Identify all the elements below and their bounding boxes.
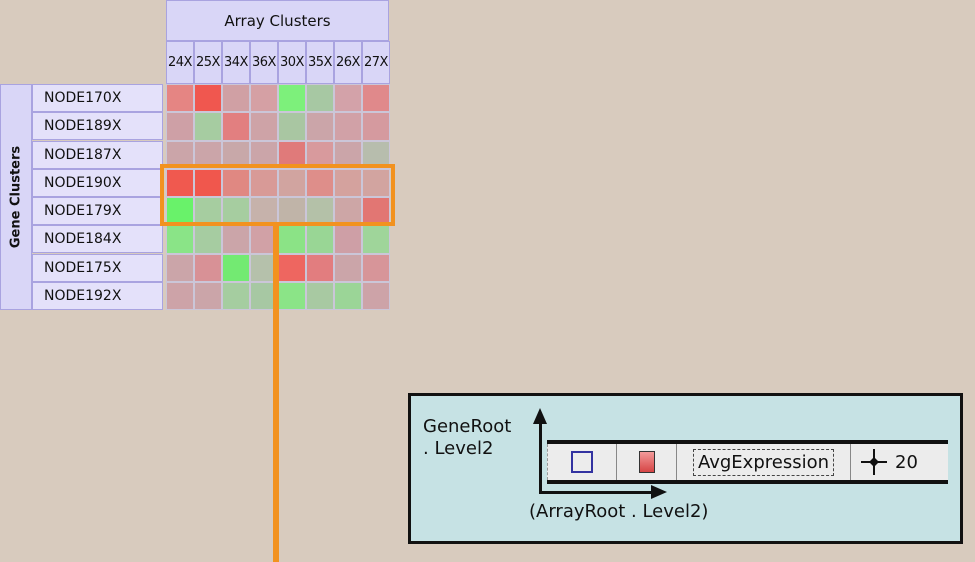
- heatmap-cell[interactable]: [222, 253, 250, 282]
- heatmap-grid: [166, 84, 390, 310]
- row-header-1[interactable]: NODE189X: [32, 112, 163, 141]
- row-header-2[interactable]: NODE187X: [32, 140, 163, 169]
- heatmap-cell[interactable]: [278, 253, 306, 282]
- heatmap-cell[interactable]: [306, 168, 334, 197]
- heatmap-cell[interactable]: [334, 84, 362, 113]
- column-header-3[interactable]: 36X: [250, 41, 278, 84]
- row-header-0[interactable]: NODE170X: [32, 84, 163, 112]
- size-move-icon: [861, 449, 887, 475]
- heatmap-cell[interactable]: [194, 197, 222, 226]
- heatmap-cell[interactable]: [278, 84, 306, 113]
- column-header-5[interactable]: 35X: [306, 41, 334, 84]
- y-axis-label-line1: GeneRoot: [423, 416, 512, 437]
- selection-highlight: [160, 164, 395, 226]
- heatmap-row: [166, 168, 390, 197]
- heatmap-cell[interactable]: [362, 253, 390, 282]
- row-header-7[interactable]: NODE192X: [32, 282, 163, 311]
- heatmap-cell[interactable]: [166, 84, 194, 113]
- heatmap-cell[interactable]: [166, 253, 194, 282]
- column-header-4[interactable]: 30X: [278, 41, 306, 84]
- heatmap-cell[interactable]: [306, 112, 334, 141]
- heatmap-cell[interactable]: [222, 197, 250, 226]
- heatmap-cell[interactable]: [306, 253, 334, 282]
- heatmap-cell[interactable]: [362, 84, 390, 113]
- heatmap-row: [166, 281, 390, 310]
- heatmap-cell[interactable]: [222, 281, 250, 310]
- column-header-0[interactable]: 24X: [166, 41, 194, 84]
- heatmap-cell[interactable]: [194, 168, 222, 197]
- selection-connector-line: [273, 226, 279, 562]
- gene-clusters-header: Gene Clusters: [0, 84, 32, 310]
- heatmap-cell[interactable]: [362, 112, 390, 141]
- array-clusters-header: Array Clusters: [166, 0, 389, 41]
- heatmap-cell[interactable]: [222, 168, 250, 197]
- column-header-7[interactable]: 27X: [362, 41, 390, 84]
- heatmap-cell[interactable]: [250, 112, 278, 141]
- array-clusters-title: Array Clusters: [224, 11, 331, 30]
- heatmap-cell[interactable]: [306, 84, 334, 113]
- y-axis-arrow-icon: [533, 408, 547, 424]
- heatmap-cell[interactable]: [166, 225, 194, 254]
- heatmap-cell[interactable]: [194, 225, 222, 254]
- row-header-4[interactable]: NODE179X: [32, 197, 163, 226]
- square-outline-icon: [571, 451, 593, 473]
- heatmap-cell[interactable]: [194, 84, 222, 113]
- heatmap-cell[interactable]: [222, 112, 250, 141]
- color-attribute-field[interactable]: AvgExpression: [677, 444, 851, 480]
- heatmap-cell[interactable]: [362, 168, 390, 197]
- heatmap-row: [166, 197, 390, 226]
- heatmap-cell[interactable]: [362, 225, 390, 254]
- size-encoding[interactable]: 20: [851, 444, 948, 480]
- y-axis-label: GeneRoot . Level2: [423, 416, 511, 460]
- gene-clusters-title: Gene Clusters: [8, 145, 24, 249]
- heatmap-cell[interactable]: [334, 112, 362, 141]
- heatmap-row: [166, 112, 390, 141]
- heatmap-cell[interactable]: [334, 168, 362, 197]
- shape-encoding[interactable]: [547, 444, 617, 480]
- heatmap-cell[interactable]: [166, 112, 194, 141]
- heatmap-cell[interactable]: [250, 168, 278, 197]
- column-header-2[interactable]: 34X: [222, 41, 250, 84]
- row-header-5[interactable]: NODE184X: [32, 225, 163, 254]
- size-value: 20: [895, 451, 918, 473]
- x-axis-arrow-icon: [651, 485, 667, 499]
- heatmap-cell[interactable]: [306, 281, 334, 310]
- heatmap-cell[interactable]: [194, 112, 222, 141]
- row-header-6[interactable]: NODE175X: [32, 253, 163, 282]
- heatmap-cell[interactable]: [306, 225, 334, 254]
- color-encoding[interactable]: [617, 444, 677, 480]
- heatmap-cell[interactable]: [278, 281, 306, 310]
- heatmap-cell[interactable]: [194, 281, 222, 310]
- heatmap-cell[interactable]: [334, 281, 362, 310]
- heatmap-cell[interactable]: [250, 84, 278, 113]
- heatmap-cell[interactable]: [306, 197, 334, 226]
- heatmap-cell[interactable]: [250, 197, 278, 226]
- visual-encoding-panel: GeneRoot . Level2 (ArrayRoot . Level2) A…: [408, 393, 963, 544]
- heatmap-cell[interactable]: [278, 112, 306, 141]
- heatmap-cell[interactable]: [166, 168, 194, 197]
- row-header-3[interactable]: NODE190X: [32, 168, 163, 197]
- y-axis-line: [539, 424, 542, 494]
- heatmap-row: [166, 225, 390, 254]
- x-axis-label: (ArrayRoot . Level2): [529, 501, 709, 522]
- heatmap-cell[interactable]: [278, 225, 306, 254]
- heatmap-row: [166, 84, 390, 113]
- heatmap-cell[interactable]: [194, 253, 222, 282]
- heatmap-cell[interactable]: [334, 253, 362, 282]
- heatmap-cell[interactable]: [278, 168, 306, 197]
- heatmap-cell[interactable]: [222, 225, 250, 254]
- heatmap-cell[interactable]: [334, 225, 362, 254]
- column-header-1[interactable]: 25X: [194, 41, 222, 84]
- column-header-6[interactable]: 26X: [334, 41, 362, 84]
- heatmap-cell[interactable]: [166, 281, 194, 310]
- heatmap-cell[interactable]: [222, 84, 250, 113]
- heatmap-cell[interactable]: [362, 281, 390, 310]
- color-attribute-label: AvgExpression: [692, 448, 835, 476]
- encoding-bar: AvgExpression 20: [547, 440, 948, 484]
- x-axis-line: [539, 491, 654, 494]
- y-axis-label-line2: . Level2: [423, 438, 494, 459]
- color-gradient-icon: [638, 451, 655, 473]
